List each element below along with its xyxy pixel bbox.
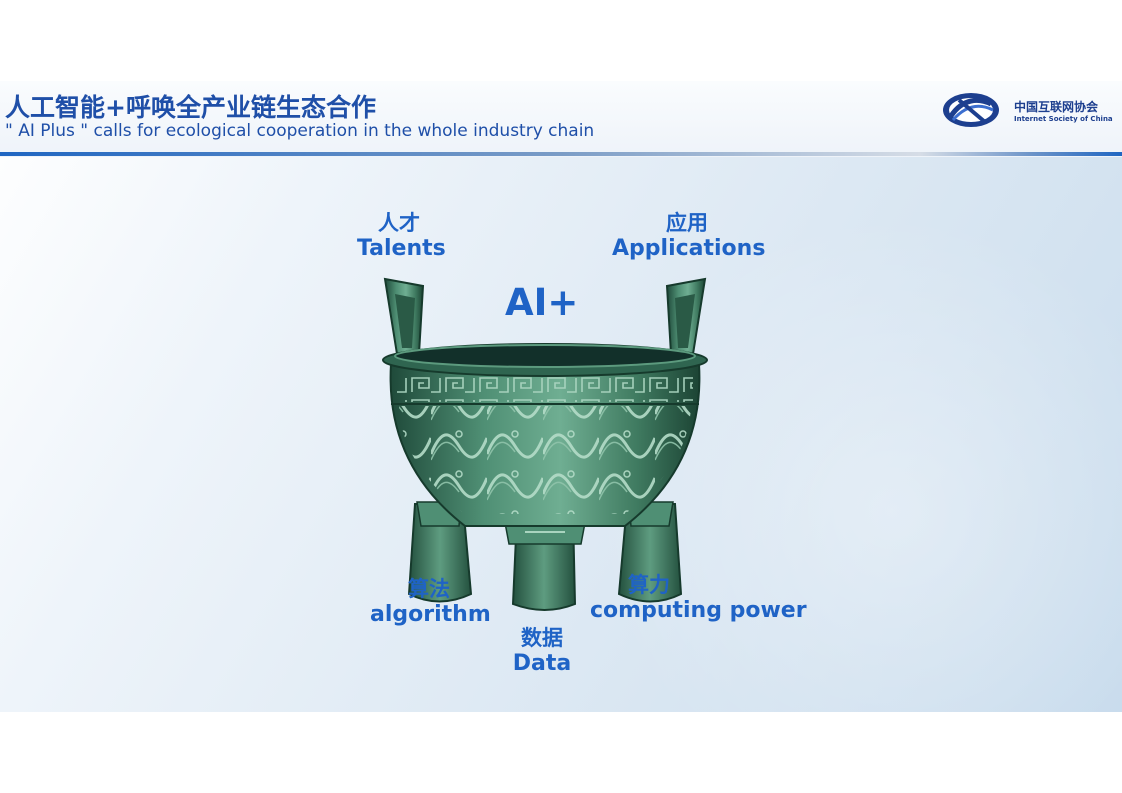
label-computing-cn: 算力 bbox=[628, 573, 670, 597]
label-data: 数据 Data bbox=[511, 626, 573, 678]
label-data-cn: 数据 bbox=[521, 626, 563, 650]
isc-emblem-icon bbox=[943, 93, 999, 127]
slide-title-cn: 人工智能+呼唤全产业链生态合作 bbox=[5, 93, 376, 122]
slide: 人工智能+呼唤全产业链生态合作 " AI Plus " calls for ec… bbox=[0, 81, 1122, 712]
label-talents: 人才 Talents bbox=[357, 211, 446, 263]
slide-header: 人工智能+呼唤全产业链生态合作 " AI Plus " calls for ec… bbox=[0, 81, 1122, 157]
label-computing-power: 算力 computing power bbox=[590, 573, 807, 625]
label-talents-cn: 人才 bbox=[378, 211, 420, 235]
label-computing-en: computing power bbox=[590, 598, 807, 624]
label-applications-cn: 应用 bbox=[666, 211, 708, 235]
isc-name-en: Internet Society of China bbox=[1014, 115, 1113, 123]
ding-vessel-illustration bbox=[382, 277, 708, 611]
header-divider bbox=[0, 152, 1122, 156]
label-talents-en: Talents bbox=[357, 236, 446, 262]
isc-name-cn: 中国互联网协会 bbox=[1014, 100, 1099, 114]
label-algorithm-cn: 算法 bbox=[408, 577, 450, 601]
label-applications: 应用 Applications bbox=[612, 211, 766, 263]
isc-logo: 中国互联网协会 Internet Society of China bbox=[941, 90, 1116, 130]
center-label-ai-plus: AI+ bbox=[505, 281, 579, 324]
label-applications-en: Applications bbox=[612, 236, 766, 262]
label-algorithm: 算法 algorithm bbox=[370, 577, 491, 629]
label-data-en: Data bbox=[512, 651, 572, 677]
label-algorithm-en: algorithm bbox=[370, 602, 491, 628]
slide-title-en: " AI Plus " calls for ecological coopera… bbox=[5, 121, 595, 141]
